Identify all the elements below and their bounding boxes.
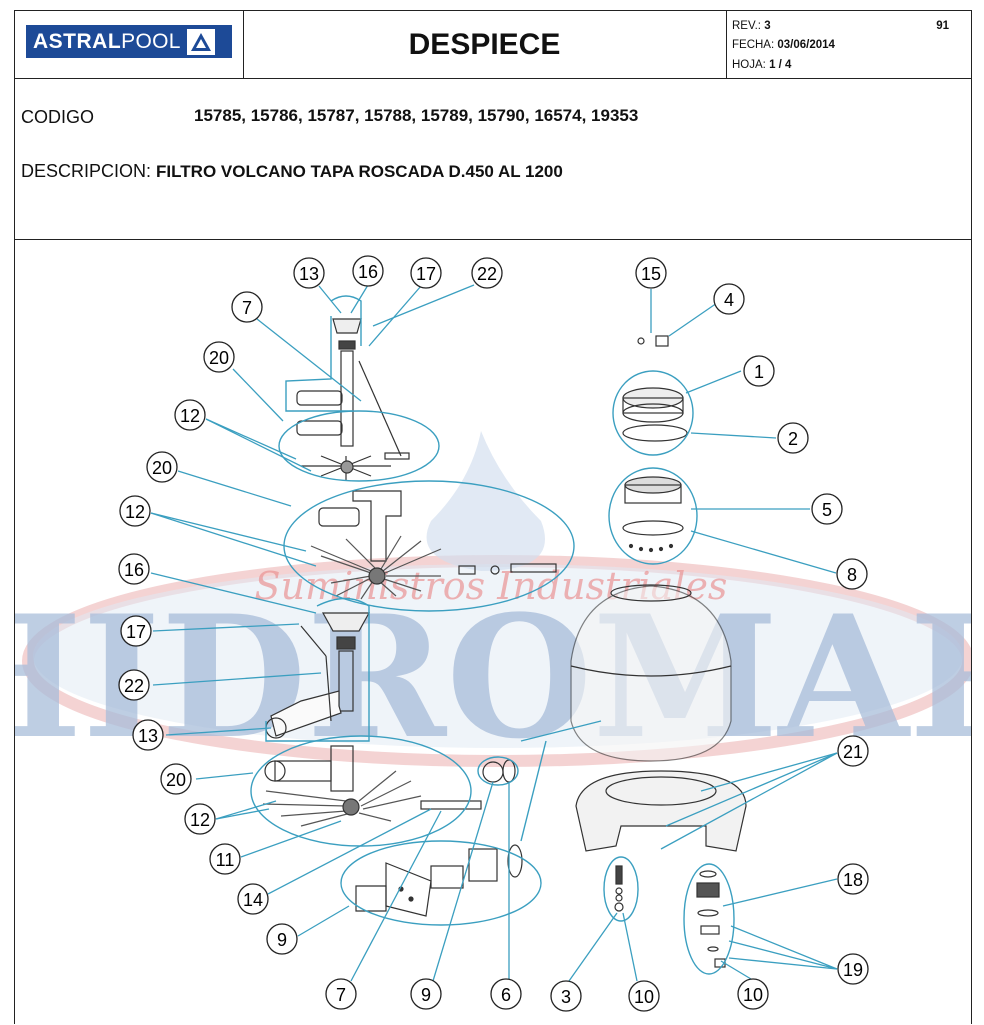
svg-text:13: 13 — [299, 264, 319, 284]
revision-block: REV.: 3 FECHA: 03/06/2014 HOJA: 1 / 4 91 — [726, 11, 971, 78]
descripcion-value: FILTRO VOLCANO TAPA ROSCADA D.450 AL 120… — [156, 162, 563, 181]
callout-13-top: 13 — [293, 257, 325, 289]
callout-17-lower: 17 — [120, 615, 152, 647]
callout-8: 8 — [836, 558, 868, 590]
callout-21: 21 — [837, 735, 869, 767]
hidromar-watermark: HIDROMAR Suministros Industriales — [15, 431, 971, 776]
bottom-collector-part — [262, 745, 482, 827]
middle-collector-part — [310, 490, 557, 600]
drawing-sheet: ASTRAL POOL DESPIECE REV.: 3 FECHA: 03/0… — [14, 10, 972, 1024]
svg-text:18: 18 — [843, 870, 863, 890]
callout-2: 2 — [777, 422, 809, 454]
lid-part — [622, 335, 688, 442]
svg-text:22: 22 — [477, 264, 497, 284]
codigo-value: 15785, 15786, 15787, 15788, 15789, 15790… — [194, 106, 639, 125]
codigo-label: CODIGO — [21, 107, 95, 127]
svg-text:14: 14 — [243, 890, 263, 910]
svg-text:19: 19 — [843, 960, 863, 980]
filter-tank-part — [570, 584, 732, 762]
svg-text:20: 20 — [152, 458, 172, 478]
drain-valve-part — [614, 865, 726, 968]
logo-cell: ASTRAL POOL — [15, 11, 244, 78]
logo-text-bold: ASTRAL — [33, 29, 122, 53]
leader-lines — [150, 284, 838, 982]
callout-22-lower: 22 — [118, 669, 150, 701]
callout-20-top: 20 — [203, 341, 235, 373]
upper-collector-part — [296, 318, 410, 481]
callout-12-top: 12 — [174, 399, 206, 431]
callout-7-top: 7 — [231, 291, 263, 323]
callout-19: 19 — [837, 953, 869, 985]
svg-text:9: 9 — [277, 930, 287, 950]
svg-text:7: 7 — [336, 985, 346, 1005]
exploded-view-drawing: HIDROMAR Suministros Industriales — [15, 255, 971, 1012]
svg-text:10: 10 — [634, 987, 654, 1007]
svg-text:17: 17 — [416, 264, 436, 284]
callout-16-top: 16 — [352, 255, 384, 287]
astralpool-triangle-icon — [186, 28, 215, 55]
callout-22-top: 22 — [471, 257, 503, 289]
fecha-line: FECHA: 03/06/2014 — [732, 39, 835, 51]
logo-text-light: POOL — [121, 29, 181, 53]
callout-6: 6 — [490, 978, 522, 1010]
callout-9-left: 9 — [266, 923, 298, 955]
svg-text:20: 20 — [166, 770, 186, 790]
descripcion-line: DESCRIPCION: FILTRO VOLCANO TAPA ROSCADA… — [21, 161, 563, 182]
callout-5: 5 — [811, 493, 843, 525]
svg-text:12: 12 — [190, 810, 210, 830]
svg-text:2: 2 — [788, 429, 798, 449]
svg-text:7: 7 — [242, 298, 252, 318]
svg-text:8: 8 — [847, 565, 857, 585]
callout-20-middle: 20 — [146, 451, 178, 483]
callout-14: 14 — [237, 883, 269, 915]
callout-15: 15 — [635, 257, 667, 289]
callout-9-bottom: 9 — [410, 978, 442, 1010]
lower-standpipe-part — [265, 612, 371, 739]
callout-17-top: 17 — [410, 257, 442, 289]
page-number: 91 — [936, 20, 949, 32]
svg-text:12: 12 — [125, 502, 145, 522]
svg-text:21: 21 — [843, 742, 863, 762]
callout-group: 13 16 17 22 7 20 12 20 12 16 17 22 13 20… — [118, 255, 869, 1012]
tank-base-part — [575, 770, 747, 852]
callout-10-right: 10 — [737, 978, 769, 1010]
svg-text:22: 22 — [124, 676, 144, 696]
callout-3: 3 — [550, 980, 582, 1012]
svg-text:11: 11 — [216, 850, 235, 870]
callout-10-middle: 10 — [628, 980, 660, 1012]
watermark-main-text: HIDROMAR — [15, 578, 971, 776]
svg-text:20: 20 — [209, 348, 229, 368]
hoja-line: HOJA: 1 / 4 — [732, 59, 792, 71]
callout-12-middle: 12 — [119, 495, 151, 527]
neck-ring-part — [622, 476, 684, 553]
svg-text:16: 16 — [124, 560, 144, 580]
title-block: ASTRAL POOL DESPIECE REV.: 3 FECHA: 03/0… — [15, 11, 971, 79]
svg-text:3: 3 — [561, 987, 571, 1007]
svg-text:15: 15 — [641, 264, 661, 284]
svg-text:16: 16 — [358, 262, 378, 282]
callout-11: 11 — [209, 843, 241, 875]
callout-20-lower: 20 — [160, 763, 192, 795]
callout-12-lower: 12 — [184, 803, 216, 835]
svg-text:1: 1 — [754, 362, 764, 382]
svg-text:12: 12 — [180, 406, 200, 426]
svg-text:5: 5 — [822, 500, 832, 520]
descripcion-label: DESCRIPCION: — [21, 161, 152, 181]
astralpool-logo: ASTRAL POOL — [26, 25, 232, 58]
svg-text:9: 9 — [421, 985, 431, 1005]
callout-18: 18 — [837, 863, 869, 895]
rev-line: REV.: 3 — [732, 20, 771, 32]
document-title: DESPIECE — [243, 11, 727, 78]
info-block: CODIGO 15785, 15786, 15787, 15788, 15789… — [15, 78, 971, 240]
svg-text:13: 13 — [138, 726, 158, 746]
callout-4: 4 — [713, 283, 745, 315]
callout-16-lower: 16 — [118, 553, 150, 585]
svg-text:6: 6 — [501, 985, 511, 1005]
svg-text:10: 10 — [743, 985, 763, 1005]
svg-text:17: 17 — [126, 622, 146, 642]
svg-text:4: 4 — [724, 290, 734, 310]
callout-13-lower: 13 — [132, 719, 164, 751]
callout-7-bottom: 7 — [325, 978, 357, 1010]
callout-1: 1 — [743, 355, 775, 387]
